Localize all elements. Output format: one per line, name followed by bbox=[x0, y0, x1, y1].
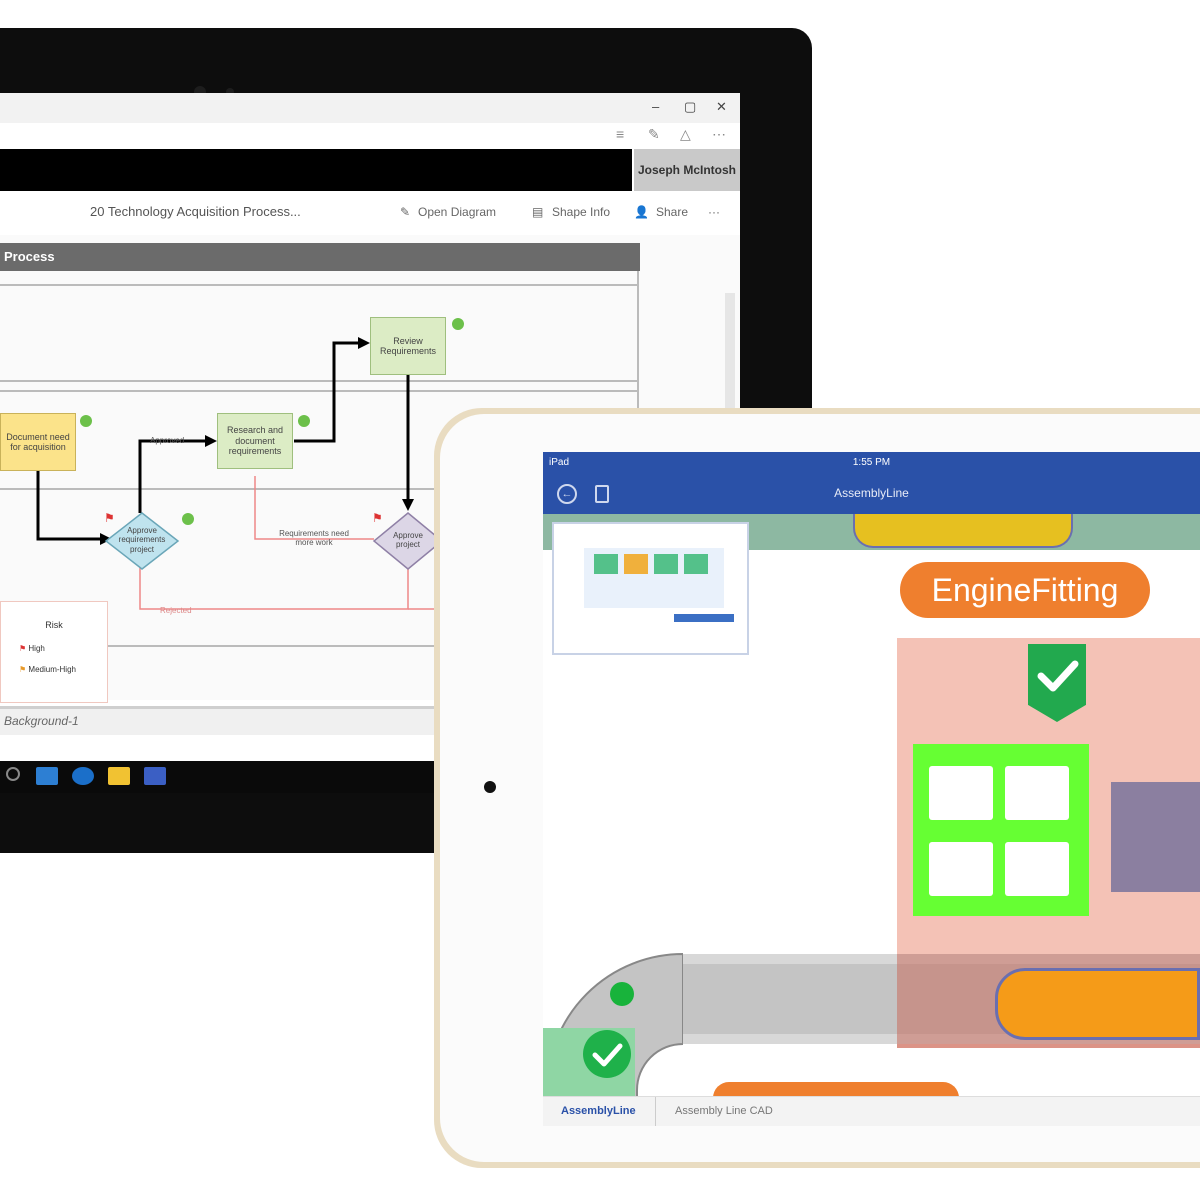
thumbnail-block bbox=[654, 554, 678, 574]
tab-assembly-line-cad[interactable]: Assembly Line CAD bbox=[675, 1105, 773, 1117]
status-indicator-icon bbox=[452, 318, 464, 330]
reading-view-icon[interactable]: ≡ bbox=[616, 126, 625, 142]
flag-medium-high-icon: ⚑ bbox=[19, 665, 27, 674]
more-options-button[interactable]: ··· bbox=[708, 205, 720, 219]
check-circle-icon bbox=[583, 1030, 631, 1078]
minimize-button[interactable]: – bbox=[652, 99, 660, 114]
bag-icon bbox=[929, 842, 993, 896]
thumbnail-block bbox=[624, 554, 648, 574]
decision-approve-project-label: Approve project bbox=[393, 530, 423, 549]
share-hub-icon[interactable]: △ bbox=[680, 126, 691, 142]
tab-assembly-line[interactable]: AssemblyLine bbox=[561, 1105, 636, 1117]
flag-icon: ⚑ bbox=[372, 511, 383, 525]
tool-rack[interactable] bbox=[913, 744, 1089, 916]
more-icon[interactable]: ⋯ bbox=[712, 126, 726, 142]
annotate-icon[interactable]: ✎ bbox=[648, 126, 660, 142]
status-dot-icon bbox=[610, 982, 634, 1006]
person-icon: 👤 bbox=[634, 205, 649, 219]
visio-online-screen: – ▢ ✕ ≡ ✎ △ ⋯ Joseph McIntosh 20 Technol… bbox=[0, 93, 740, 793]
pencil-icon: ✎ bbox=[400, 205, 411, 219]
checkmark-icon bbox=[1037, 660, 1079, 692]
status-time: 1:55 PM bbox=[852, 457, 891, 468]
task-research-requirements[interactable]: Research and document requirements bbox=[217, 413, 293, 469]
connector-label-rejected: Rejected bbox=[160, 606, 192, 615]
car-top-shape bbox=[853, 514, 1073, 548]
document-title: 20 Technology Acquisition Process... bbox=[90, 204, 301, 219]
file-explorer-icon[interactable] bbox=[108, 767, 130, 785]
mail-icon[interactable] bbox=[144, 767, 166, 785]
task-view-icon[interactable] bbox=[6, 767, 20, 781]
shape-info-icon: ▤ bbox=[532, 205, 544, 219]
decision-approve-project-shape[interactable] bbox=[372, 511, 444, 571]
tab-divider bbox=[655, 1097, 656, 1126]
thumbnail-block bbox=[684, 554, 708, 574]
decision-approve-requirements-shape[interactable] bbox=[104, 511, 180, 571]
decision-approve-requirements-label: Approve requirements project bbox=[118, 526, 166, 554]
share-button[interactable]: Share bbox=[656, 205, 689, 219]
connector-label-approved: Approved bbox=[150, 436, 185, 445]
engine-machine-shape[interactable] bbox=[1111, 782, 1200, 892]
visio-ipad-screen: iPad 1:55 PM ← AssemblyLine EngineFittin… bbox=[543, 452, 1200, 1126]
store-icon[interactable] bbox=[36, 767, 58, 785]
open-diagram-button[interactable]: Open Diagram bbox=[418, 205, 497, 219]
sheet-tabs: AssemblyLine Assembly Line CAD bbox=[543, 1096, 1200, 1126]
station-label-engine-fitting: EngineFitting bbox=[900, 562, 1150, 618]
ipad-nav-bar: ← AssemblyLine bbox=[543, 474, 1200, 514]
document-icon[interactable] bbox=[595, 485, 609, 503]
nav-title: AssemblyLine bbox=[834, 486, 909, 500]
edge-browser-icon[interactable] bbox=[72, 767, 94, 785]
thumbnail-bar bbox=[674, 614, 734, 622]
risk-legend: Risk ⚑ High ⚑ Medium-High bbox=[0, 601, 108, 703]
flag-icon: ⚑ bbox=[104, 511, 115, 525]
connector-label-rework: Requirements need more work bbox=[279, 529, 349, 547]
status-indicator-icon bbox=[298, 415, 310, 427]
ipad-status-bar: iPad 1:55 PM bbox=[543, 452, 1200, 474]
status-indicator-icon bbox=[80, 415, 92, 427]
bag-icon bbox=[1005, 766, 1069, 820]
flag-high-icon: ⚑ bbox=[19, 644, 27, 653]
browser-command-bar: ≡ ✎ △ ⋯ bbox=[0, 123, 740, 149]
status-indicator-icon bbox=[182, 513, 194, 525]
back-arrow-icon[interactable]: ← bbox=[557, 484, 577, 504]
page-tab-background[interactable]: Background-1 bbox=[4, 714, 79, 728]
car-shape[interactable] bbox=[995, 968, 1200, 1040]
diagram-thumbnail[interactable] bbox=[552, 522, 749, 655]
pool-header: Process bbox=[0, 243, 640, 271]
camera-sensor bbox=[226, 88, 234, 96]
legend-item-high: High bbox=[28, 644, 45, 653]
thumbnail-block bbox=[594, 554, 618, 574]
shape-info-button[interactable]: Shape Info bbox=[552, 205, 611, 219]
title-bar: – ▢ ✕ bbox=[0, 93, 740, 123]
ipad-camera bbox=[484, 781, 496, 793]
bag-icon bbox=[929, 766, 993, 820]
device-label: iPad bbox=[549, 457, 570, 468]
bag-icon bbox=[1005, 842, 1069, 896]
legend-item-medium-high: Medium-High bbox=[28, 665, 76, 674]
legend-title: Risk bbox=[45, 620, 63, 630]
document-toolbar: 20 Technology Acquisition Process... ✎ O… bbox=[0, 197, 740, 229]
task-document-need[interactable]: Document need for acquisition bbox=[0, 413, 76, 471]
maximize-button[interactable]: ▢ bbox=[684, 99, 697, 114]
user-account[interactable]: Joseph McIntosh bbox=[634, 149, 740, 191]
task-review-requirements[interactable]: Review Requirements bbox=[370, 317, 446, 375]
close-button[interactable]: ✕ bbox=[716, 99, 727, 114]
app-header-bar bbox=[0, 149, 632, 191]
